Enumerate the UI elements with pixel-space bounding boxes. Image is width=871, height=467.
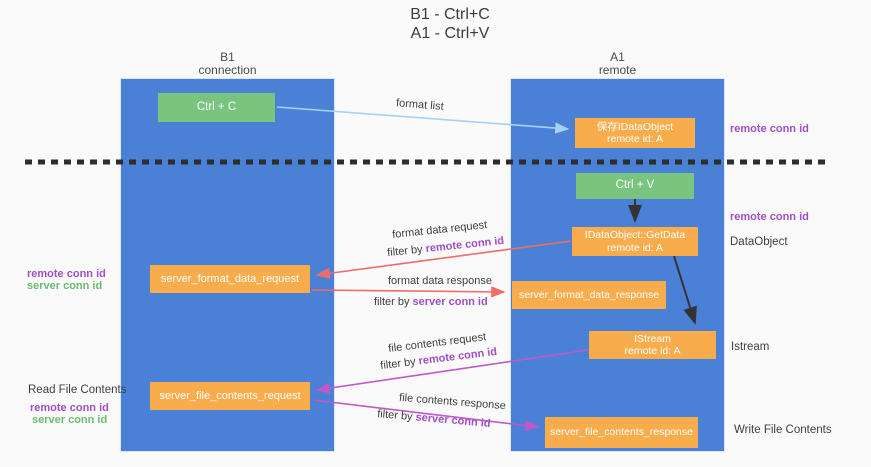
ctrl-c-label: Ctrl + C: [196, 100, 237, 113]
getdata-line2: remote id: A: [606, 241, 664, 254]
lifeline-a1-name: A1: [610, 50, 625, 64]
format-data-response-filter-label: filter by server conn id: [374, 296, 488, 308]
server-file-contents-response-label: server_file_contents_response: [549, 426, 693, 439]
remote-conn-id-key: remote conn id: [424, 234, 505, 256]
diagram-title: B1 - Ctrl+C A1 - Ctrl+V: [300, 6, 600, 44]
server-format-data-request-box: server_format_data_request: [150, 265, 310, 293]
filter-by-text: filter by: [374, 296, 413, 308]
lifeline-b1-name: B1: [220, 50, 235, 64]
format-data-response-arrow: [311, 286, 506, 298]
istream-line1: IStream: [634, 332, 671, 345]
remote-conn-id-annotation-1: remote conn id: [730, 123, 809, 135]
save-idataobject-line1: 保存IDataObject: [596, 120, 674, 133]
server-file-contents-request-box: server_file_contents_request: [150, 382, 310, 410]
getdata-line1: IDataObject::GetData: [584, 229, 686, 242]
filter-by-text: filter by: [376, 408, 417, 424]
left-remote-conn-id-annotation-1: remote conn id: [27, 268, 106, 280]
write-file-contents-annotation: Write File Contents: [734, 424, 832, 436]
server-conn-id-key: server conn id: [415, 411, 492, 430]
ctrl-c-box: Ctrl + C: [158, 93, 275, 122]
server-conn-id-key: server conn id: [412, 296, 488, 308]
server-file-contents-request-label: server_file_contents_request: [159, 389, 301, 402]
title-line-1: B1 - Ctrl+C: [410, 6, 490, 23]
server-format-data-response-box: server_format_data_response: [512, 281, 666, 309]
save-idataobject-box: 保存IDataObject remote id: A: [575, 118, 695, 148]
lifeline-b1-role: connection: [198, 63, 257, 78]
read-file-contents-annotation: Read File Contents: [28, 384, 127, 396]
filter-by-text: filter by: [379, 355, 420, 373]
file-contents-response-label: file contents response: [398, 391, 507, 413]
ctrl-v-box: Ctrl + V: [576, 173, 694, 199]
file-contents-response-filter-label: filter by server conn id: [377, 408, 491, 430]
server-format-data-response-label: server_format_data_response: [518, 288, 660, 301]
format-list-label: format list: [395, 97, 445, 113]
server-file-contents-response-box: server_file_contents_response: [545, 417, 698, 448]
left-server-conn-id-annotation-2: server conn id: [32, 414, 108, 426]
filter-by-text: filter by: [386, 243, 427, 260]
istream-line2: remote id: A: [624, 345, 681, 357]
istream-box: IStream remote id: A: [589, 331, 716, 359]
lifeline-header-b1: B1 connection: [120, 50, 335, 78]
remote-conn-id-annotation-2: remote conn id: [730, 211, 809, 223]
left-server-conn-id-annotation-1: server conn id: [27, 280, 103, 292]
title-line-2: A1 - Ctrl+V: [410, 24, 490, 42]
lifeline-a1-role: remote: [598, 63, 637, 78]
dataobject-annotation: DataObject: [730, 236, 788, 248]
save-idataobject-line2: remote id: A: [606, 133, 664, 145]
server-format-data-request-label: server_format_data_request: [160, 272, 300, 285]
format-data-response-label: format data response: [388, 275, 492, 287]
lifeline-header-a1: A1 remote: [510, 50, 725, 78]
left-remote-conn-id-annotation-2: remote conn id: [30, 402, 109, 414]
idataobject-getdata-box: IDataObject::GetData remote id: A: [572, 227, 698, 256]
istream-annotation: Istream: [731, 341, 770, 353]
ctrl-v-label: Ctrl + V: [615, 179, 655, 192]
